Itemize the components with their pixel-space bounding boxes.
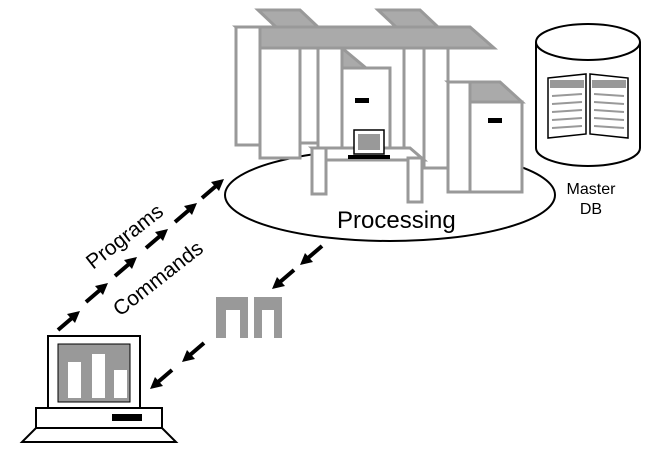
mainframe-indicator-2 (488, 118, 502, 123)
master-db-label-line1: Master (567, 181, 617, 198)
outgoing-arrows (56, 179, 224, 332)
return-arrows (150, 244, 324, 389)
programs-label: Programs (82, 200, 168, 274)
console-desk-icon (307, 129, 429, 204)
mainframe-cabinets-icon (232, 8, 526, 194)
master-db-label-line2: DB (580, 201, 602, 218)
database-cylinder-icon (535, 23, 641, 167)
report-output-icon (216, 297, 282, 338)
mainframe-indicator-1 (355, 98, 369, 103)
desktop-computer-icon (19, 335, 179, 443)
processing-label: Processing (337, 207, 456, 234)
